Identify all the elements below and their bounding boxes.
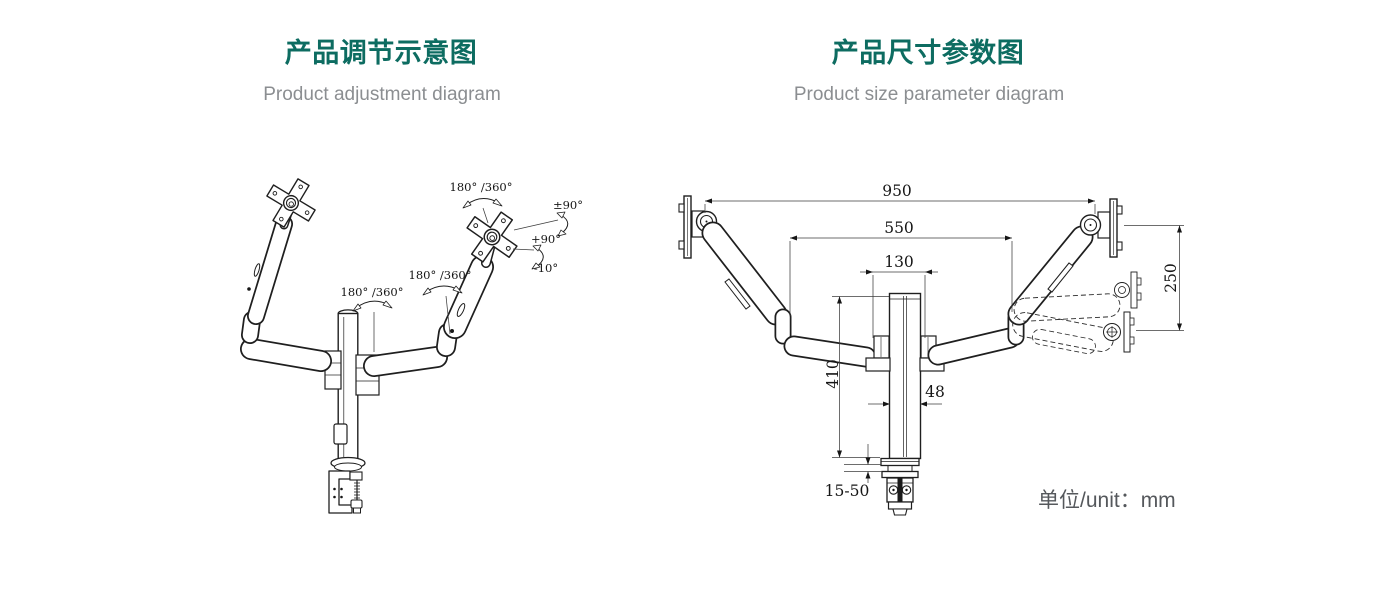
dim-center-pole — [888, 292, 922, 460]
adjustment-diagram: 180° /360° ±90° +90° -10° 180° /360° 180… — [240, 175, 583, 514]
label-rotate-range: ±90° — [553, 198, 583, 212]
dimension-410: 410 — [824, 296, 889, 458]
dim-48-label: 48 — [925, 383, 945, 401]
dimension-250: 250 — [1124, 225, 1184, 331]
dim-right-arm — [919, 198, 1123, 372]
left-monitor-arm — [240, 175, 332, 372]
dim-15-50-label: 15-50 — [825, 482, 870, 500]
left-section-subtitle: Product adjustment diagram — [263, 84, 501, 105]
cable-clip — [333, 423, 348, 445]
label-tilt-down: -10° — [534, 261, 558, 275]
adjustment-annotations: 180° /360° ±90° +90° -10° 180° /360° 180… — [341, 180, 583, 352]
dim-950-label: 950 — [882, 182, 912, 200]
right-monitor-arm — [363, 209, 520, 377]
dimension-550: 550 — [789, 219, 1013, 316]
dim-left-arm — [678, 195, 891, 372]
label-tilt-up: +90° — [531, 232, 561, 246]
dimension-diagram: 950 550 130 410 — [678, 182, 1184, 516]
label-swivel-mid: 180° /360° — [409, 268, 472, 282]
left-section-title: 产品调节示意图 — [284, 38, 478, 68]
label-swivel-top: 180° /360° — [450, 180, 513, 194]
dimension-48: 48 — [868, 383, 945, 407]
center-pole — [324, 309, 380, 461]
label-swivel-left: 180° /360° — [341, 285, 404, 299]
clamp-knob — [350, 499, 363, 509]
dimension-15-50: 15-50 — [825, 444, 882, 500]
dimension-130: 130 — [860, 253, 938, 338]
dim-410-label: 410 — [824, 359, 842, 389]
dim-250-label: 250 — [1162, 263, 1180, 293]
arm-motion-range-dashed — [1012, 271, 1142, 355]
right-section-title: 产品尺寸参数图 — [831, 38, 1025, 68]
unit-label: 单位/unit：mm — [1038, 489, 1176, 512]
dim-desk-clamp — [880, 457, 920, 516]
clamp-upper-jaw — [349, 471, 363, 481]
dimension-950: 950 — [704, 182, 1096, 214]
desk-clamp — [328, 456, 366, 514]
right-section-subtitle: Product size parameter diagram — [793, 84, 1065, 105]
dim-550-label: 550 — [884, 219, 914, 237]
dim-130-label: 130 — [884, 253, 914, 271]
